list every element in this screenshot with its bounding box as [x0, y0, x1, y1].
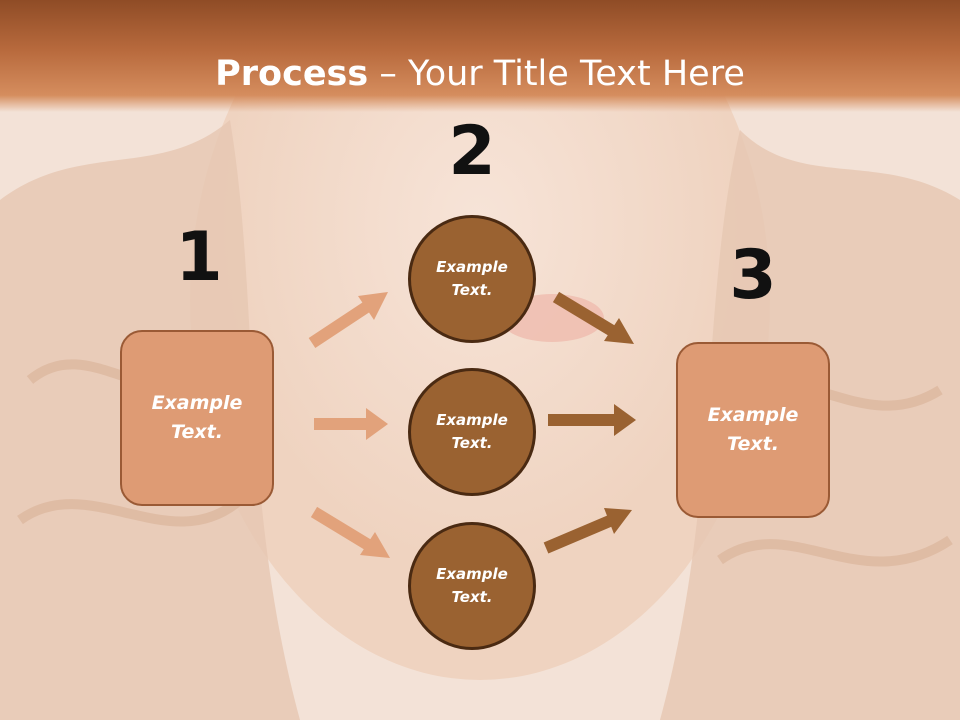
- right-box-text: Example Text.: [707, 404, 799, 455]
- circle-middle-text: Example Text.: [436, 411, 508, 452]
- arrow-bottom-to-right: [543, 508, 632, 554]
- slide-title: Process – Your Title Text Here: [0, 52, 960, 96]
- left-process-box: Example Text.: [120, 330, 274, 506]
- right-process-box: Example Text.: [676, 342, 830, 518]
- circle-middle: Example Text.: [408, 368, 536, 496]
- step-number-3: 3: [729, 236, 777, 315]
- left-box-text: Example Text.: [151, 392, 243, 443]
- arrow-top-to-right: [552, 291, 634, 344]
- step-number-2: 2: [448, 112, 496, 191]
- circle-top: Example Text.: [408, 215, 536, 343]
- step-number-1: 1: [175, 218, 223, 297]
- circle-bottom: Example Text.: [408, 522, 536, 650]
- circle-bottom-text: Example Text.: [436, 565, 508, 606]
- arrow-middle-to-right: [548, 404, 636, 436]
- arrow-left-to-top: [308, 292, 388, 349]
- arrow-left-to-middle: [314, 408, 388, 440]
- title-rest: – Your Title Text Here: [368, 54, 745, 94]
- arrow-left-to-bottom: [310, 506, 390, 558]
- circle-top-text: Example Text.: [436, 258, 508, 299]
- title-band: [0, 0, 960, 112]
- title-bold: Process: [215, 54, 369, 94]
